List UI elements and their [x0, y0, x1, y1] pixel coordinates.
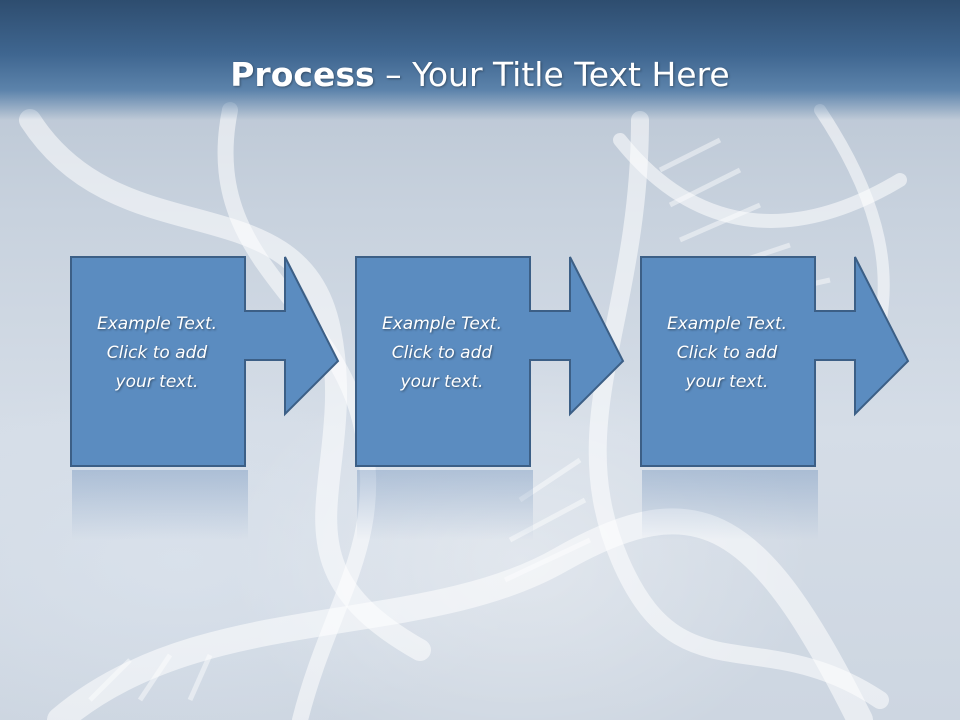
- process-step-1[interactable]: Example Text. Click to add your text.: [70, 256, 350, 468]
- slide-title-rest: – Your Title Text Here: [374, 55, 730, 94]
- step-2-text[interactable]: Example Text. Click to add your text.: [357, 310, 527, 397]
- step-1-line-1: Example Text.: [96, 314, 218, 334]
- step-3-line-3: your text.: [685, 372, 769, 392]
- slide-title-bold: Process: [230, 55, 375, 94]
- step-2-line-3: your text.: [400, 372, 484, 392]
- step-3-text[interactable]: Example Text. Click to add your text.: [642, 310, 812, 397]
- slide-title[interactable]: Process – Your Title Text Here: [0, 52, 960, 98]
- step-1-line-2: Click to add: [106, 343, 208, 363]
- step-1-arrow-shape: [70, 256, 340, 467]
- process-step-3[interactable]: Example Text. Click to add your text.: [640, 256, 920, 468]
- step-1-reflection: [72, 470, 248, 540]
- step-3-line-2: Click to add: [676, 343, 778, 363]
- step-3-line-1: Example Text.: [666, 314, 788, 334]
- step-3-reflection: [642, 470, 818, 540]
- step-2-reflection: [357, 470, 533, 540]
- step-2-arrow-shape: [355, 256, 625, 467]
- process-step-2[interactable]: Example Text. Click to add your text.: [355, 256, 635, 468]
- step-1-line-3: your text.: [115, 372, 199, 392]
- step-2-line-2: Click to add: [391, 343, 493, 363]
- step-1-text[interactable]: Example Text. Click to add your text.: [72, 310, 242, 397]
- step-3-arrow-shape: [640, 256, 910, 467]
- step-2-line-1: Example Text.: [381, 314, 503, 334]
- title-bar: [0, 0, 960, 120]
